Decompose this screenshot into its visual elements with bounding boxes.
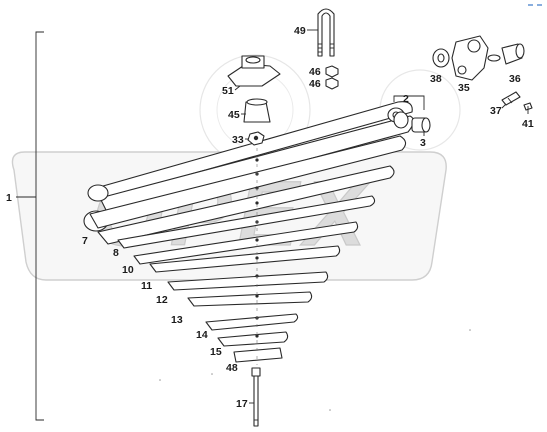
label-1: 1 xyxy=(6,192,12,204)
label-2: 2 xyxy=(403,93,409,105)
scatter-dots xyxy=(159,329,471,411)
label-46-upper: 46 xyxy=(309,66,321,78)
label-41: 41 xyxy=(522,118,534,130)
label-36: 36 xyxy=(509,73,521,85)
label-49: 49 xyxy=(294,25,306,37)
label-10: 10 xyxy=(122,264,134,276)
label-48: 48 xyxy=(226,362,238,374)
label-38: 38 xyxy=(430,73,442,85)
label-33: 33 xyxy=(232,134,244,146)
label-12: 12 xyxy=(156,294,168,306)
label-45: 45 xyxy=(228,109,240,121)
spring-leaves xyxy=(83,101,415,365)
label-51: 51 xyxy=(222,85,234,97)
bump-stop xyxy=(243,98,271,123)
label-17: 17 xyxy=(236,398,248,410)
label-14: 14 xyxy=(196,329,208,341)
nuts-46 xyxy=(325,65,339,90)
assembly-bracket xyxy=(16,31,44,421)
label-8: 8 xyxy=(113,247,119,259)
label-13: 13 xyxy=(171,314,183,326)
spring-seat xyxy=(227,55,281,87)
u-bolt xyxy=(317,8,335,57)
callout-labels: 1 2 3 7 8 10 11 12 13 14 15 48 17 33 45 … xyxy=(6,25,534,410)
shackle xyxy=(451,35,501,81)
label-37: 37 xyxy=(490,105,502,117)
centre-bolt xyxy=(251,367,261,427)
label-3: 3 xyxy=(420,137,426,149)
label-15: 15 xyxy=(210,346,222,358)
bushings xyxy=(393,95,431,133)
label-35: 35 xyxy=(458,82,470,94)
label-7: 7 xyxy=(82,235,88,247)
shackle-pin xyxy=(501,91,521,106)
nut-33 xyxy=(247,131,265,146)
grease-nipple xyxy=(523,102,533,114)
label-11: 11 xyxy=(141,280,152,292)
label-46-lower: 46 xyxy=(309,78,321,90)
bushing-38 xyxy=(432,48,450,68)
bushing-36 xyxy=(501,43,525,65)
